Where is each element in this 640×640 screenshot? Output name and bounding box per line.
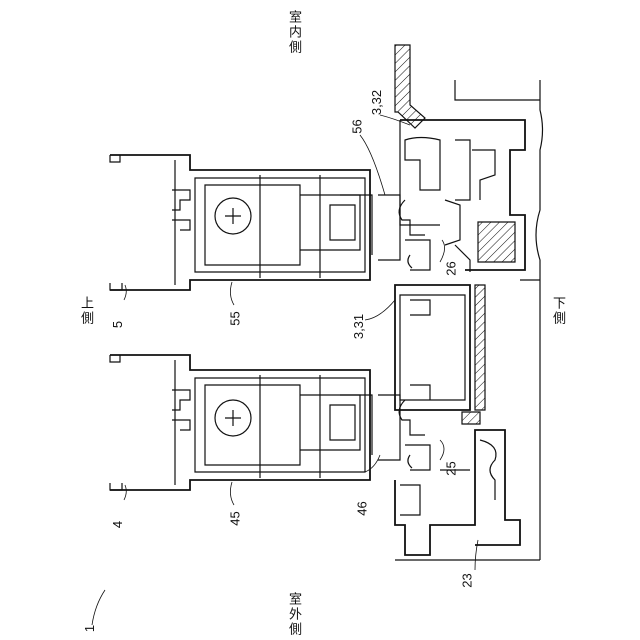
label-upper-side: 上側 [80,296,93,326]
ref-label-26: 26 [445,261,458,275]
frame-3-31 [395,285,470,410]
building-frame [395,80,543,560]
frame-23 [395,430,520,555]
ref-label-46: 46 [356,501,369,515]
ref-label-23: 23 [461,573,474,587]
ref-label-55: 55 [229,311,242,325]
label-lower-side: 下側 [552,296,565,326]
sash-4 [110,355,430,490]
ref-label-56: 56 [351,119,364,133]
label-room-outside: 室外側 [288,592,301,637]
ref-label-5: 5 [111,321,124,328]
ref-label-1: 1 [83,625,96,632]
ref-label-45: 45 [229,511,242,525]
ref-label-3-31: 3,31 [352,314,365,339]
sash-5 [110,155,430,290]
ref-label-4: 4 [111,521,124,528]
label-room-inside: 室内側 [288,10,301,55]
ref-label-25: 25 [445,461,458,475]
ref-label-3-32: 3,32 [370,90,383,115]
